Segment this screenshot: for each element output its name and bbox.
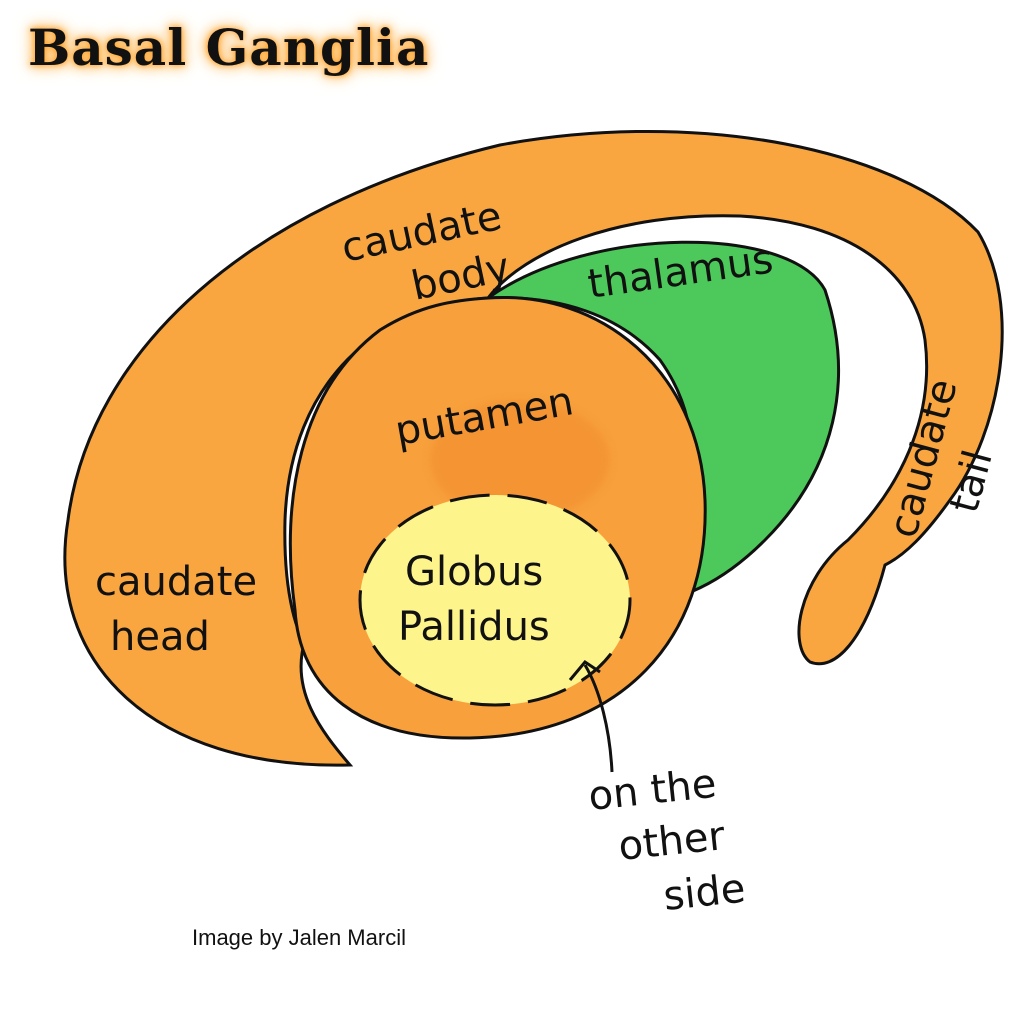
note-line-2: other (616, 813, 727, 870)
shading (430, 400, 610, 520)
globus-pallidus (358, 493, 632, 707)
label-globus-pallidus-2: Pallidus (398, 604, 550, 650)
note-line-3: side (661, 866, 747, 920)
diagram-title: Basal Ganglia (28, 18, 430, 77)
note-line-1: on the (586, 761, 718, 820)
thalamus (483, 240, 840, 607)
arrow-icon (568, 660, 614, 773)
image-credit: Image by Jalen Marcil (192, 925, 406, 950)
label-caudate-head: caudate (95, 559, 257, 605)
label-globus-pallidus: Globus (405, 549, 543, 595)
label-caudate-head-2: head (110, 614, 210, 660)
